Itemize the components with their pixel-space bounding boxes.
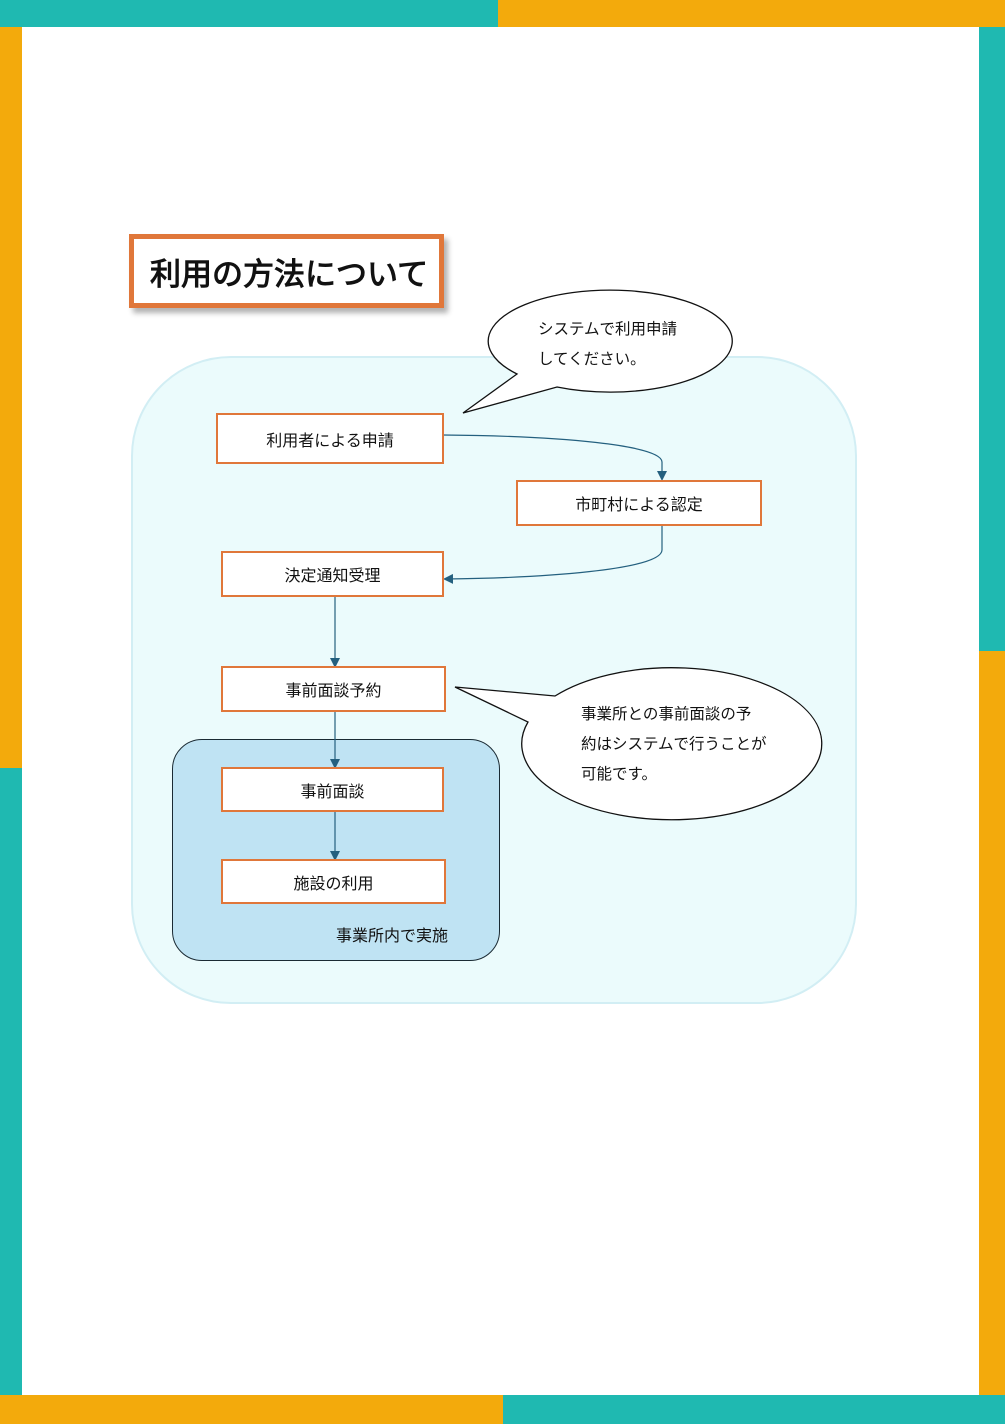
step-certification: 市町村による認定 (516, 480, 762, 526)
border-left-orange (0, 27, 22, 768)
border-right-orange (979, 651, 1005, 1395)
section-title-box: 利用の方法について (129, 234, 444, 308)
callout-2-text: 事業所との事前面談の予 約はシステムで行うことが 可能です。 (581, 705, 767, 783)
callout-1-text: システムで利用申請 してください。 (538, 320, 678, 368)
border-top-teal (0, 0, 498, 27)
step-label: 事前面談予約 (285, 681, 382, 700)
step-label: 利用者による申請 (266, 430, 394, 450)
arrow-certify-to-notice (443, 525, 663, 584)
step-facility-use: 施設の利用 (221, 859, 446, 904)
border-top-orange (498, 0, 1005, 27)
arrow-apply-to-certify (442, 434, 667, 481)
border-bottom-orange (0, 1395, 503, 1424)
border-bottom-teal (503, 1395, 1005, 1424)
border-right-teal (979, 27, 1005, 651)
step-decision-notice: 決定通知受理 (221, 551, 444, 597)
step-label: 市町村による認定 (575, 495, 703, 514)
step-label: 事前面談 (300, 781, 365, 801)
step-application: 利用者による申請 (216, 413, 444, 464)
step-interview-reservation: 事前面談予約 (221, 666, 446, 712)
facility-group-label: 事業所内で実施 (336, 926, 449, 945)
step-interview: 事前面談 (221, 767, 444, 812)
section-title: 利用の方法について (150, 256, 429, 293)
step-label: 施設の利用 (293, 873, 374, 893)
border-left-teal (0, 768, 22, 1395)
step-label: 決定通知受理 (284, 566, 381, 585)
